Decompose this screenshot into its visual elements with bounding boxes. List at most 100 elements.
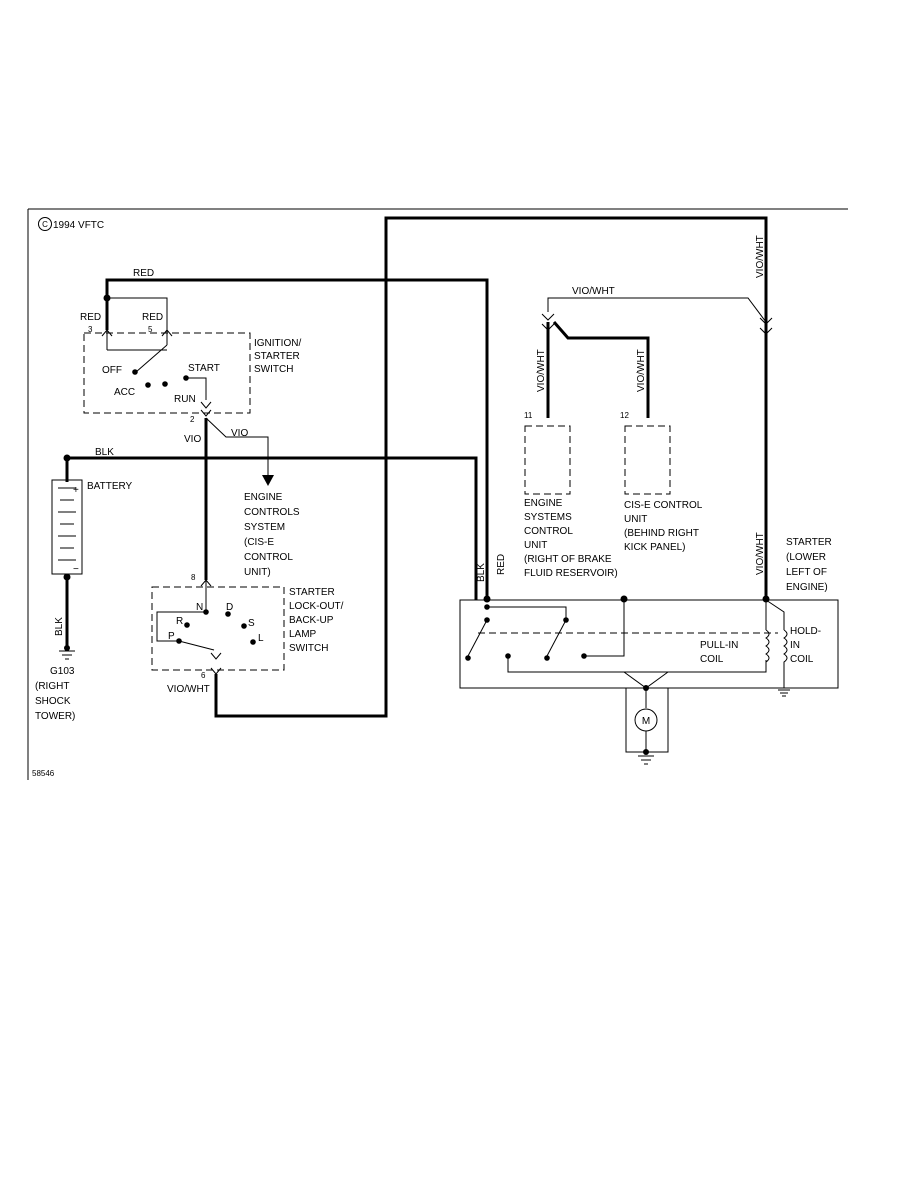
wire-label-red-starter: RED	[496, 554, 507, 575]
wire-label-vio-wht-6: VIO/WHT	[167, 684, 210, 695]
gear-n: N	[196, 602, 203, 613]
ecs-line-2: CONTROLS	[244, 507, 300, 518]
starter-title-4: ENGINE)	[786, 582, 828, 593]
motor-ground-splice	[643, 749, 649, 755]
motor-ground-icon	[638, 755, 654, 765]
starter-title-2: (LOWER	[786, 552, 826, 563]
vio-wire-to-ecs	[205, 417, 269, 475]
ground-label-4: TOWER)	[35, 711, 75, 722]
cise-line-3: (BEHIND RIGHT	[624, 528, 699, 539]
connector-6	[210, 652, 222, 660]
pin-2: 2	[190, 415, 195, 424]
gear-d: D	[226, 602, 233, 613]
ground-icon	[778, 689, 790, 697]
pos-start: START	[188, 363, 220, 374]
starter-title-1: STARTER	[786, 537, 832, 548]
ground-label-3: SHOCK	[35, 696, 71, 707]
red-wire-5	[107, 297, 168, 330]
copyright-mark: C 1994 VFTC	[38, 217, 104, 231]
splice-connector-ecu	[541, 313, 555, 321]
splice-connector-top-b	[759, 327, 773, 335]
wire-label-vio-wht-right: VIO/WHT	[572, 286, 615, 297]
wire-label-vio-wht-top: VIO/WHT	[755, 235, 766, 278]
vio-wht-loop: VIO/WHT VIO/WHT VIO/WHT VIO/WHT VIO/WHT …	[167, 216, 773, 718]
ecs-arrow	[262, 475, 274, 486]
motor-label: M	[642, 716, 650, 727]
hold-in-label-1: HOLD-	[790, 626, 821, 637]
esu-line-2: SYSTEMS	[524, 512, 572, 523]
contact-right-low	[544, 655, 550, 661]
battery-minus: −	[73, 564, 79, 575]
connector-2-arrow-b	[200, 409, 212, 417]
pin-3: 3	[88, 325, 93, 334]
wire-label-blk-top: BLK	[95, 447, 114, 458]
wire-label-vio-a: VIO	[184, 434, 201, 445]
lockout-title-1: STARTER	[289, 587, 335, 598]
n-p-bridge	[156, 611, 206, 642]
esu-line-1: ENGINE	[524, 498, 563, 509]
ecs-line-6: UNIT)	[244, 567, 271, 578]
starter-box	[459, 599, 839, 689]
contact-run	[162, 381, 168, 387]
pos-off: OFF	[102, 365, 122, 376]
wire-label-vio-wht-12: VIO/WHT	[636, 349, 647, 392]
ground-g103-icon	[59, 650, 75, 660]
esu-line-6: FLUID RESERVOIR)	[524, 568, 618, 579]
esu-line-3: CONTROL	[524, 526, 573, 537]
red-feed-wiring: RED	[103, 268, 489, 600]
ignition-title-2: STARTER	[254, 351, 300, 362]
cise-box	[624, 425, 671, 495]
lockout-title-2: LOCK-OUT/	[289, 601, 344, 612]
splice-connector-top	[759, 317, 773, 325]
gear-p: P	[168, 631, 175, 642]
wire-label-vio-wht-11: VIO/WHT	[536, 349, 547, 392]
ecs-line-3: SYSTEM	[244, 522, 285, 533]
gear-r: R	[176, 616, 183, 627]
engine-systems-control-unit: 11 ENGINE SYSTEMS CONTROL UNIT (RIGHT OF…	[524, 411, 618, 579]
cise-line-1: CIS-E CONTROL	[624, 500, 703, 511]
figure-id: 58546	[32, 769, 55, 778]
connector-6-b	[210, 667, 222, 675]
connector-5	[161, 329, 173, 345]
esu-line-4: UNIT	[524, 540, 547, 551]
ignition-title-3: SWITCH	[254, 364, 293, 375]
switch-blade	[135, 344, 168, 373]
esu-box	[524, 425, 571, 495]
vio-wht-branch	[547, 297, 767, 323]
lockout-title-3: BACK-UP	[289, 615, 334, 626]
pin-11: 11	[524, 411, 533, 420]
pos-run: RUN	[174, 394, 196, 405]
pos-acc: ACC	[114, 387, 135, 398]
contact-acc	[145, 382, 151, 388]
ignition-starter-switch: IGNITION/ STARTER SWITCH RED RED 3 5 OFF…	[80, 312, 301, 424]
contact-s	[241, 623, 247, 629]
blk-main-wire	[65, 456, 478, 600]
pin-8: 8	[191, 573, 196, 582]
pin-12: 12	[620, 411, 629, 420]
pin-5: 5	[148, 325, 153, 334]
ground-label-1: G103	[50, 666, 75, 677]
contact-l	[250, 639, 256, 645]
wire-to-pin-12	[552, 321, 650, 418]
cis-e-control-unit: 12 CIS-E CONTROL UNIT (BEHIND RIGHT KICK…	[620, 411, 703, 553]
wire-label-red-top: RED	[133, 268, 154, 279]
starter-splice-mid	[620, 595, 628, 603]
hold-in-label-3: COIL	[790, 654, 814, 665]
vio-wiring: VIO VIO ENGINE CONTROLS SYSTEM (CIS-E CO…	[184, 417, 300, 580]
wire-label-red-3: RED	[80, 312, 101, 323]
pin-6: 6	[201, 671, 206, 680]
ignition-title-1: IGNITION/	[254, 338, 301, 349]
battery-circuit: BLK + − BATTERY BLK G103 (RIGHT SHOCK TO…	[35, 447, 478, 722]
splice-blk	[63, 454, 71, 462]
gear-l: L	[258, 633, 264, 644]
contact-r	[184, 622, 190, 628]
cise-line-2: UNIT	[624, 514, 647, 525]
pull-in-coil	[765, 600, 770, 663]
wire-label-vio-wht-starter: VIO/WHT	[755, 532, 766, 575]
lockout-title-5: SWITCH	[289, 643, 328, 654]
motor-bus	[507, 656, 767, 673]
esu-line-5: (RIGHT OF BRAKE	[524, 554, 612, 565]
solenoid-blade-left	[467, 619, 488, 657]
contact-left-low	[465, 655, 471, 661]
